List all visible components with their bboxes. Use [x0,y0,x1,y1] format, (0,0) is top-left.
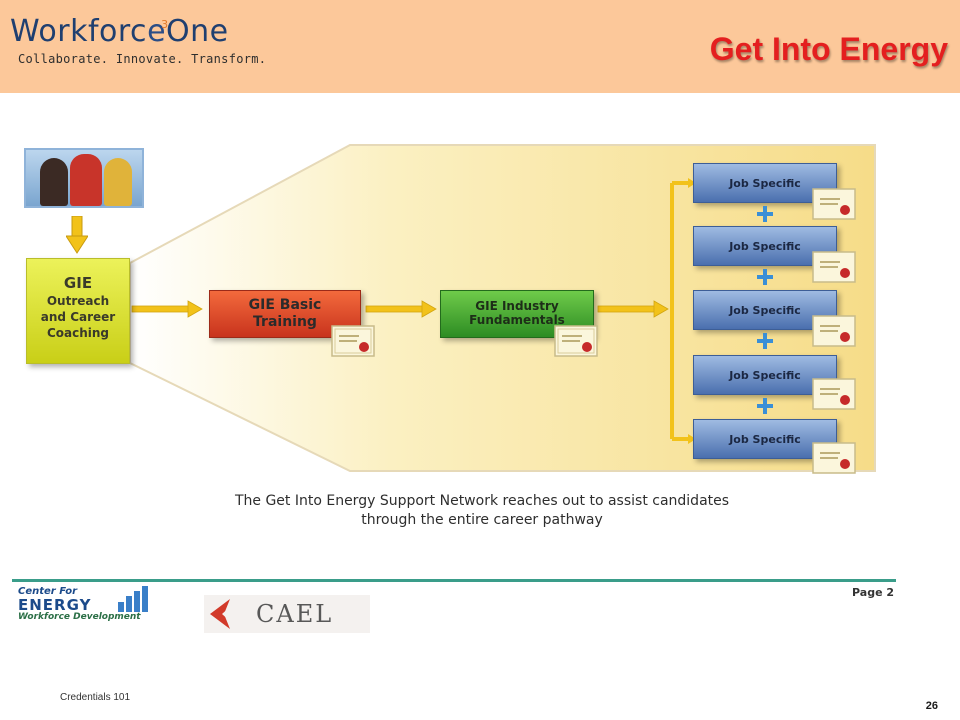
certificate-icon [812,442,856,474]
center-logo-line2: ENERGY [18,596,92,614]
gie-line4: Coaching [46,326,110,340]
person-figure [104,158,132,206]
slide-number: 26 [925,700,938,712]
footer-credentials: Credentials 101 [60,692,131,703]
logo-text-after: One [166,14,229,49]
industry-line2: Fundamentals [469,313,565,327]
down-arrow-icon [66,216,88,254]
person-figure [70,154,102,206]
certificate-icon [812,378,856,410]
cael-logo: CAEL [204,595,370,633]
slide-title: Get Into Energy [709,31,948,67]
plus-icon [757,398,773,414]
gie-line3: and Career [40,310,116,324]
caption-line1: The Get Into Energy Support Network reac… [234,493,730,509]
basic-line1: GIE Basic [248,297,322,313]
industry-line1: GIE Industry [475,299,559,313]
job-specific-box: Job Specific [693,419,837,459]
logo-superscript: 3 [161,18,169,31]
footer-divider [12,579,896,582]
center-logo-line3: Workforce Development [18,612,141,622]
logo-text-before: Workforc [10,14,148,49]
energy-bars-icon [118,586,148,612]
center-for-energy-logo: Center For ENERGY Workforce Development [16,584,156,626]
diagram-caption: The Get Into Energy Support Network reac… [132,492,832,530]
basic-line2: Training [253,314,317,330]
certificate-icon [554,325,598,357]
page-label: Page 2 [852,586,895,599]
gie-label: GIE [63,274,93,292]
certificate-icon [331,325,375,357]
plus-icon [757,206,773,222]
logo-tagline: Collaborate. Innovate. Transform. [18,52,267,66]
certificate-icon [812,251,856,283]
certificate-icon [812,315,856,347]
gie-line2: Outreach [46,294,110,308]
center-logo-line1: Center For [18,586,78,597]
students-photo [24,148,144,208]
certificate-icon [812,188,856,220]
cael-mark-icon [210,599,232,629]
caption-line2: through the entire career pathway [361,512,603,528]
person-figure [40,158,68,206]
plus-icon [757,333,773,349]
job-specific-box: Job Specific [693,226,837,266]
plus-icon [757,269,773,285]
gie-outreach-box: GIE Outreach and Career Coaching [26,258,130,364]
cael-text: CAEL [256,600,334,628]
